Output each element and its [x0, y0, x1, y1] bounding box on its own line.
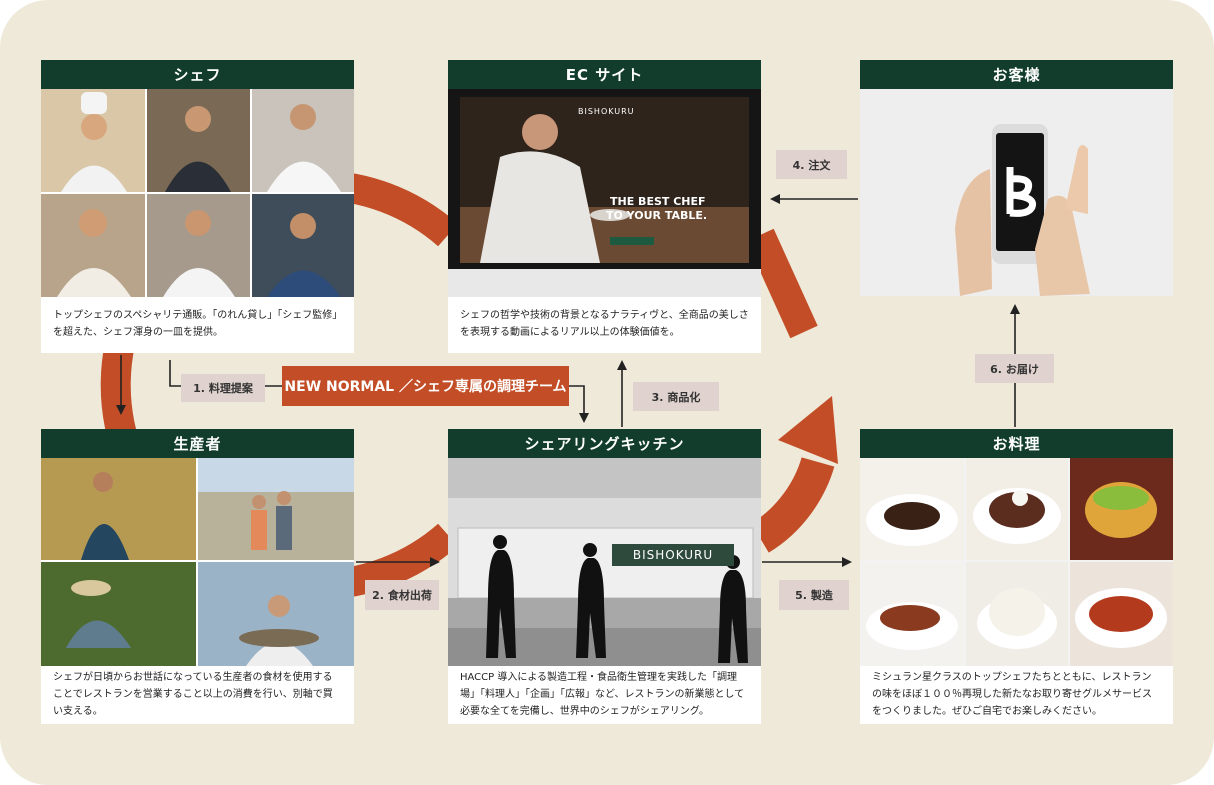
cuisine-photo-grid	[860, 458, 1173, 666]
screen-headline-2: TO YOUR TABLE.	[606, 209, 708, 222]
chef-card-description: トップシェフのスペシャリテ通販。「のれん貸し」「シェフ監修」を超えた、シェフ渾身…	[53, 310, 338, 338]
customer-photo	[860, 89, 1173, 296]
chef-card-title: シェフ	[41, 60, 354, 89]
ec-site-screen: BISHOKURU THE BEST CHEF TO YOUR TABLE.	[448, 89, 761, 297]
producer-photos	[41, 458, 354, 666]
cycle-arc-bottom-right	[750, 456, 835, 553]
producer-card-title: 生産者	[41, 429, 354, 458]
chef-portrait-2	[165, 106, 231, 192]
producer-card: 生産者	[41, 429, 354, 724]
fisherman	[239, 595, 319, 666]
step-4-tag: 4. 注文	[776, 150, 847, 179]
kitchen-card-title: シェアリングキッチン	[448, 429, 761, 458]
chef-portraits	[41, 89, 354, 297]
cook-silhouette-2	[576, 558, 606, 658]
step-6-tag: 6. お届け	[975, 354, 1054, 383]
chef-portrait-5	[163, 210, 235, 297]
customer-card-title: お客様	[860, 60, 1173, 89]
screen-cta-button	[610, 237, 654, 245]
kitchen-sign: BISHOKURU	[612, 544, 734, 566]
monitor: BISHOKURU THE BEST CHEF TO YOUR TABLE.	[448, 89, 761, 269]
new-normal-banner: NEW NORMAL ／シェフ専属の調理チーム	[282, 366, 569, 406]
farmer-rice	[81, 472, 129, 560]
step-3-tag: 3. 商品化	[633, 382, 719, 411]
app-logo-icon	[1006, 167, 1037, 217]
screen-headline-1: THE BEST CHEF	[610, 195, 706, 208]
step-1-tag: 1. 料理提案	[181, 374, 265, 402]
cook-silhouette-1	[486, 550, 516, 658]
kitchen-illustration: BISHOKURU	[448, 458, 761, 666]
farmer-couple	[251, 491, 292, 550]
cycle-arc-top-right	[746, 228, 818, 339]
customer-card: お客様	[860, 60, 1173, 296]
chef-portrait-6	[267, 213, 341, 297]
kitchen-card: シェアリングキッチン BISHOKURU HACCP 導入による製造工程・食品衛…	[448, 429, 761, 724]
cuisine-card: お料理 ミシュラン星クラスのトップシェフたちとともに、レストランの味をほぼ１００…	[860, 429, 1173, 724]
arrow-step1-to-kitchen	[569, 385, 589, 423]
smartphone-hand	[955, 124, 1090, 296]
farmer-field	[66, 580, 131, 648]
step-2-tag: 2. 食材出荷	[365, 580, 439, 610]
chef-portrait-4	[57, 209, 131, 297]
chef-cooking-scene	[460, 97, 749, 263]
screen-brand: BISHOKURU	[578, 107, 635, 116]
ec-site-card-description: シェフの哲学や技術の背景となるナラティヴと、全商品の美しさを表現する動画によるリ…	[460, 310, 749, 338]
manager-silhouette	[718, 570, 748, 663]
cuisine-card-title: お料理	[860, 429, 1173, 458]
chef-card: シェフ	[41, 60, 354, 353]
producer-card-description: シェフが日頃からお世話になっている生産者の食材を使用することでレストランを営業す…	[53, 672, 333, 717]
kitchen-card-description: HACCP 導入による製造工程・食品衛生管理を実践した「調理場」「料理人」「企画…	[460, 672, 745, 717]
producer-photo-grid	[41, 458, 354, 666]
chef-portrait-1	[61, 92, 127, 192]
ec-site-card-title: EC サイト	[448, 60, 761, 89]
dish-photos	[860, 458, 1173, 666]
step-5-tag: 5. 製造	[779, 580, 849, 610]
cuisine-card-description: ミシュラン星クラスのトップシェフたちとともに、レストランの味をほぼ１００％再現し…	[872, 672, 1152, 717]
chef-portrait-3	[267, 104, 341, 192]
ec-site-card: EC サイト BISHOKURU THE BEST CHEF TO YOUR T…	[448, 60, 761, 353]
chef-photo-grid	[41, 89, 354, 297]
monitor-screen: BISHOKURU THE BEST CHEF TO YOUR TABLE.	[460, 97, 749, 263]
cycle-arrowhead	[778, 396, 838, 464]
